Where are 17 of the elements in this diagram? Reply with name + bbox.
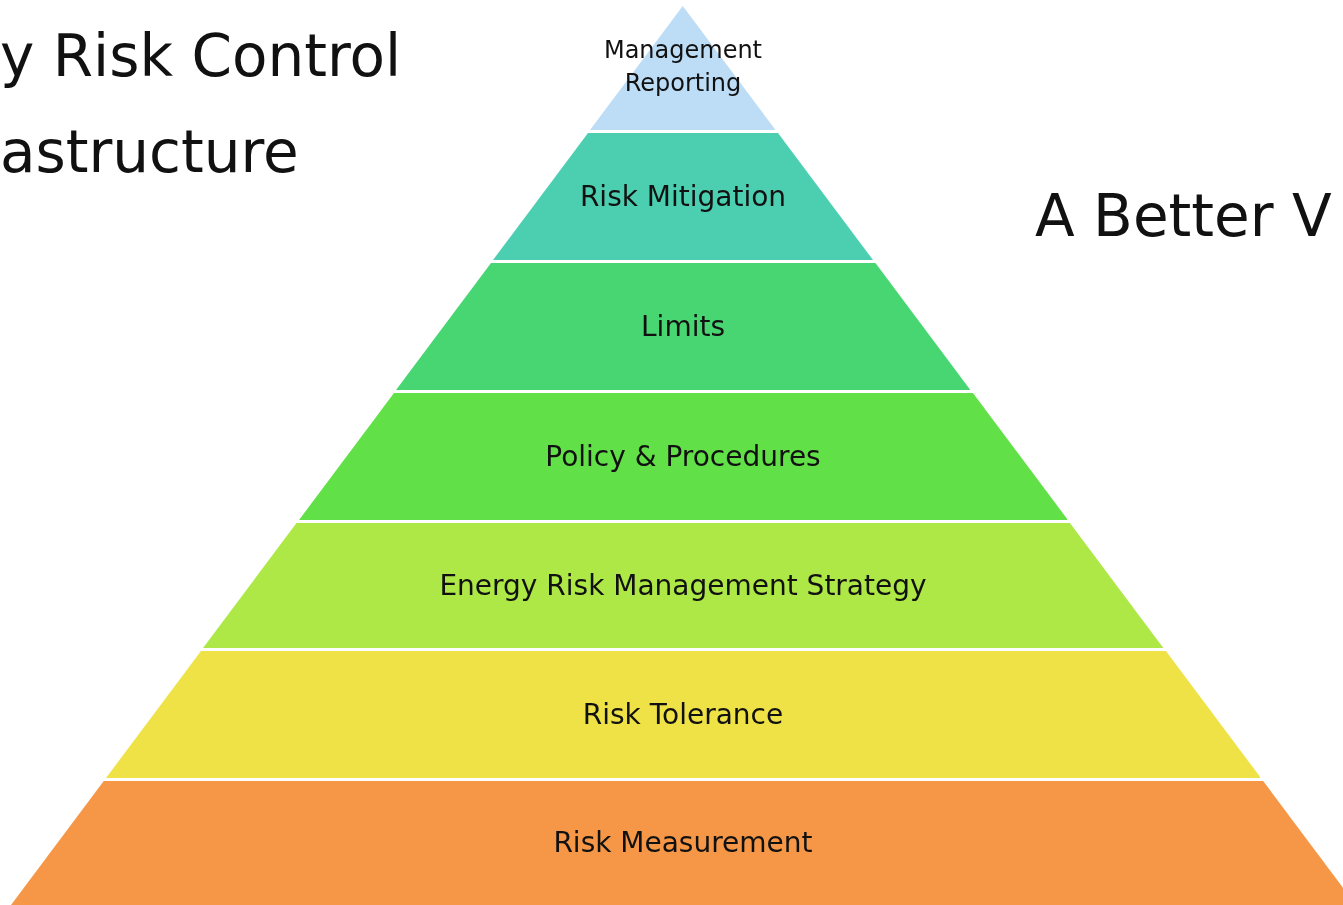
pyramid-base (10, 781, 1343, 905)
pyramid-tier (202, 523, 1164, 648)
tier-label: Risk Mitigation (578, 179, 788, 214)
heading-text: astructure (0, 118, 299, 186)
heading-text: y Risk Control (0, 22, 402, 90)
tier-label: Risk Measurement (552, 826, 814, 860)
pyramid-tier (395, 263, 971, 390)
tier-label: Policy & Procedures (544, 439, 822, 474)
tier-label: Limits (640, 309, 726, 344)
pyramid-apex (590, 6, 776, 130)
tier-label: Management Reporting (603, 35, 763, 99)
tier-label: Energy Risk Management Strategy (438, 568, 928, 603)
tier-label: Risk Tolerance (581, 697, 785, 732)
subheading-text: A Better V (1035, 182, 1332, 250)
pyramid-tier (493, 133, 873, 260)
pyramid-tier (298, 393, 1068, 520)
pyramid-tier (105, 651, 1261, 778)
